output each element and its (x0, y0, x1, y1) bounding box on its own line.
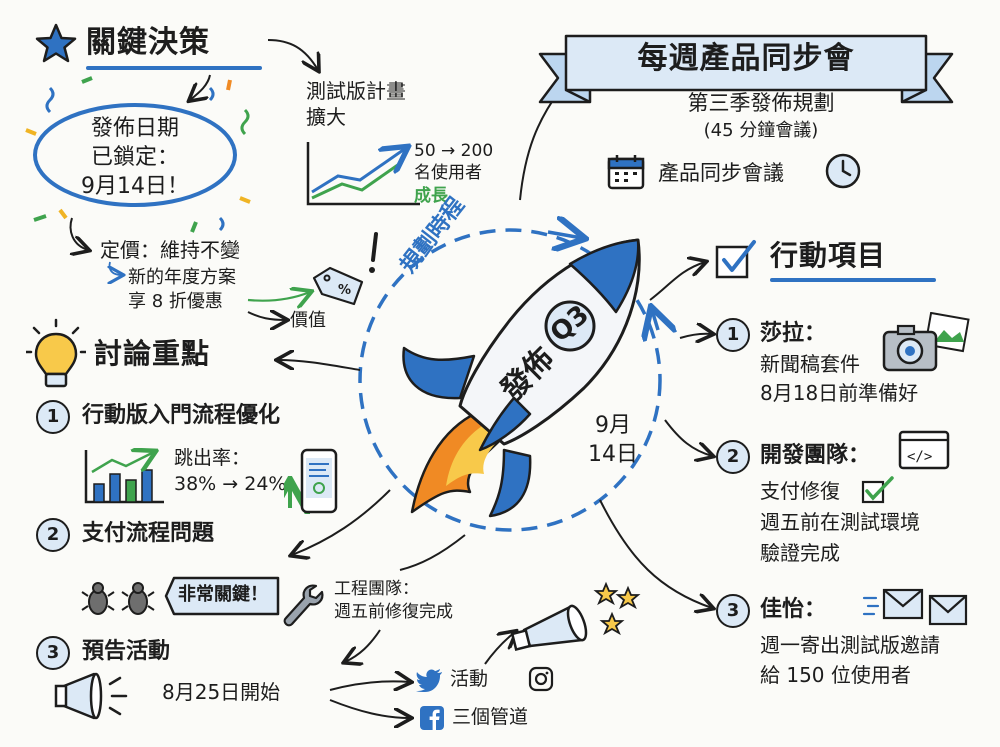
launch-date-line: 已鎖定： (90, 145, 179, 171)
launch-date-block: 發佈日期 已鎖定： 9月14日！ (30, 114, 240, 201)
lightbulb-icon (26, 318, 86, 388)
action-detail-line: 給 150 位使用者 (760, 663, 911, 687)
campaign-start: 8月25日開始 (162, 680, 281, 704)
discussion-number: 1 (36, 400, 70, 434)
action-owner: 開發團隊： (760, 443, 871, 468)
growth-chart-icon (306, 142, 420, 206)
discussion-item-title: 行動版入門流程優化 (82, 403, 281, 428)
megaphone-icon (54, 672, 128, 720)
svg-text:</>: </> (907, 449, 932, 465)
meeting-name: 產品同步會議 (658, 161, 784, 185)
beta-title: 測試版計畫 擴大 (306, 78, 406, 130)
action-detail-line: 新聞稿套件 (760, 352, 860, 376)
price-tag-icon: % (312, 266, 364, 306)
annual-plan-line: 享 8 折優惠 (128, 291, 223, 313)
critical-tag: 非常關鍵！ (178, 584, 268, 605)
beta-users-line: 名使用者 (414, 163, 482, 184)
engineering-team: 工程團隊： 週五前修復完成 (334, 578, 453, 624)
action-owner: 莎拉： (760, 321, 827, 346)
beta-users: 50 → 200 名使用者 (414, 140, 493, 184)
action-detail-line: 週五前在測試環境 (760, 510, 920, 534)
launch-date-line: 發佈日期 (90, 116, 179, 141)
calendar-icon (607, 155, 645, 190)
critical-tag-shape (164, 576, 280, 616)
key-decisions-title: 關鍵決策 (86, 25, 210, 60)
action-items-title: 行動項目 (770, 239, 887, 272)
rocket-illustration (402, 238, 641, 518)
annual-plan-text: 新的年度方案 享 8 折優惠 (128, 266, 236, 315)
action-detail-line: 驗證完成 (760, 541, 840, 565)
annual-plan-line: 新的年度方案 (128, 267, 236, 288)
check-icon (861, 476, 894, 504)
pricing-text: 定價：維持不變 (100, 238, 240, 262)
action-detail: 新聞稿套件 8月18日前準備好 (760, 350, 918, 408)
launch-date-line: 9月 (595, 413, 631, 438)
beta-title-line: 擴大 (306, 105, 346, 129)
confetti-decoration (25, 76, 251, 233)
discussion-number: 2 (36, 518, 70, 552)
engineering-team-line: 工程團隊： (334, 579, 419, 599)
bug-icon (81, 582, 155, 615)
svg-text:%: % (338, 283, 351, 298)
channels-label: 三個管道 (452, 706, 529, 728)
facebook-icon (420, 706, 444, 730)
camera-photos-icon (882, 312, 970, 372)
meeting-banner-title: 每週產品同步會 (637, 41, 855, 76)
value-label: 價值 (290, 310, 326, 331)
meeting-duration: (45 分鐘會議) (703, 120, 819, 141)
launch-date-line: 9月14日！ (81, 174, 189, 200)
discussion-number: 3 (36, 636, 70, 670)
discussion-item-title: 支付流程問題 (82, 521, 215, 546)
action-detail-line: 8月18日前準備好 (760, 381, 919, 405)
action-detail: 支付修復 週五前在測試環境 驗證完成 (760, 476, 920, 569)
title-underline (770, 278, 936, 282)
beta-users-line: 50 → 200 (414, 141, 494, 161)
action-detail: 週一寄出測試版邀請 給 150 位使用者 (760, 630, 940, 690)
action-detail-line: 支付修復 (760, 479, 840, 503)
bar-chart-icon (84, 448, 164, 504)
discussion-title: 討論重點 (94, 337, 211, 370)
growth-label: 成長 (414, 186, 448, 206)
instagram-icon (528, 666, 554, 692)
action-owner: 佳怡： (760, 597, 827, 622)
star-icon (35, 23, 77, 63)
clock-icon (825, 153, 861, 189)
bounce-rate-line: 跳出率： (174, 447, 251, 469)
action-number: 3 (716, 594, 750, 628)
megaphone-stars-icon (510, 581, 641, 651)
action-number: 2 (716, 440, 750, 474)
action-detail-line: 週一寄出測試版邀請 (760, 633, 940, 657)
phone-icon (284, 448, 338, 514)
beta-title-line: 測試版計畫 (306, 79, 406, 103)
title-underline (86, 66, 262, 70)
date-oval (33, 103, 237, 207)
meeting-banner (538, 34, 954, 104)
launch-date-line: 14日 (588, 441, 638, 467)
envelope-icon (862, 588, 968, 626)
action-number: 1 (716, 318, 750, 352)
discussion-item-title: 預告活動 (82, 639, 171, 664)
launch-date: 9月 14日 (588, 412, 638, 469)
exclamation-icon (369, 232, 378, 273)
bounce-rate-line: 38% → 24% (174, 472, 287, 495)
bounce-rate: 跳出率： 38% → 24% (174, 446, 286, 497)
twitter-icon (416, 669, 442, 692)
checkbox-icon (715, 240, 756, 279)
meeting-subtitle: 第三季發佈規劃 (687, 91, 835, 115)
campaign-label: 活動 (450, 668, 489, 690)
engineering-team-line: 週五前修復完成 (334, 601, 453, 622)
code-window-icon: </> (898, 430, 950, 470)
wrench-icon (283, 584, 324, 627)
